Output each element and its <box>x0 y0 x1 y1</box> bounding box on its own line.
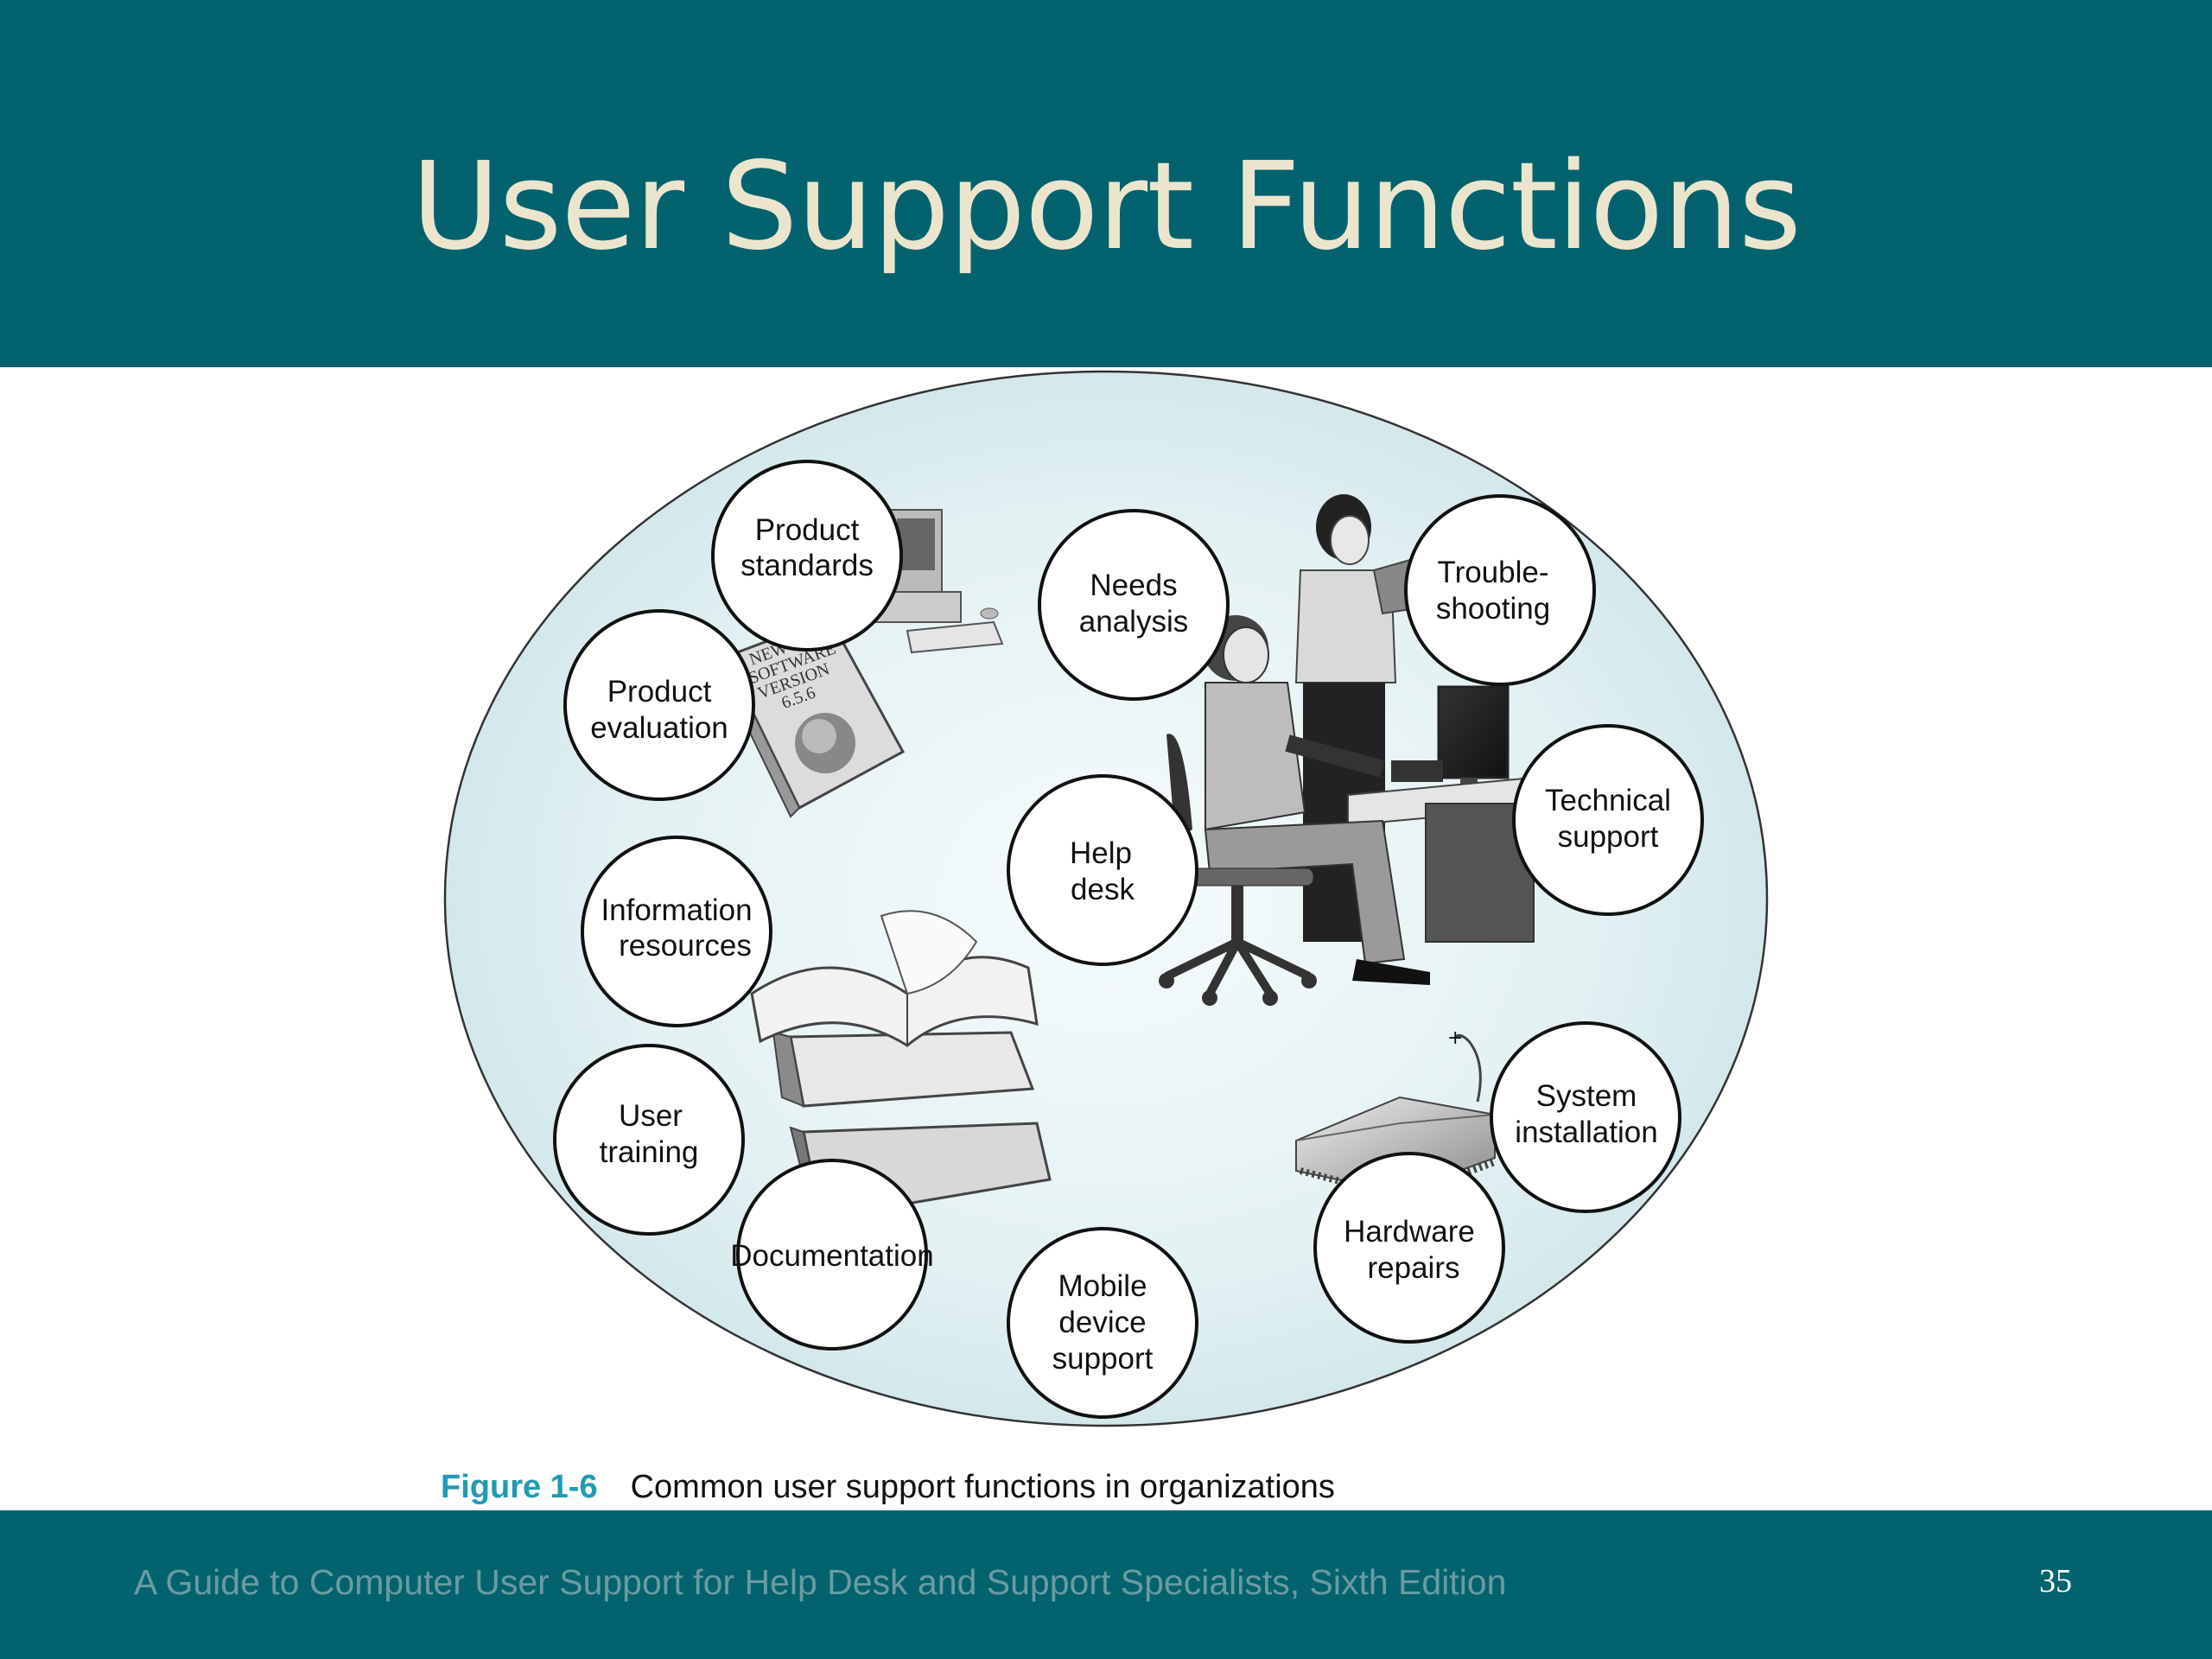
svg-text:Trouble-shooting: Trouble-shooting <box>1436 556 1550 626</box>
svg-text:Documentation: Documentation <box>730 1239 933 1273</box>
figure-number: Figure 1-6 <box>441 1469 598 1505</box>
figure-caption: Figure 1-6 Common user support functions … <box>441 1469 1335 1506</box>
node-documentation: Documentation <box>730 1159 934 1351</box>
support-functions-diagram: NEW SOFTWARE VERSION 6.5.6 <box>443 370 1769 1427</box>
svg-text:+: + <box>1447 1027 1463 1049</box>
help-desk-people-illustration <box>1159 494 1535 1006</box>
node-troubleshooting: Trouble-shooting <box>1404 494 1596 686</box>
slide-page-number: 35 <box>2039 1563 2072 1599</box>
slide-title: User Support Functions <box>411 137 1802 277</box>
slide-header-bar <box>0 0 2212 367</box>
footer-book-title: A Guide to Computer User Support for Hel… <box>134 1562 1507 1602</box>
figure-caption-text: Common user support functions in organiz… <box>630 1469 1335 1505</box>
slide-footer-bar <box>0 1510 2212 1659</box>
